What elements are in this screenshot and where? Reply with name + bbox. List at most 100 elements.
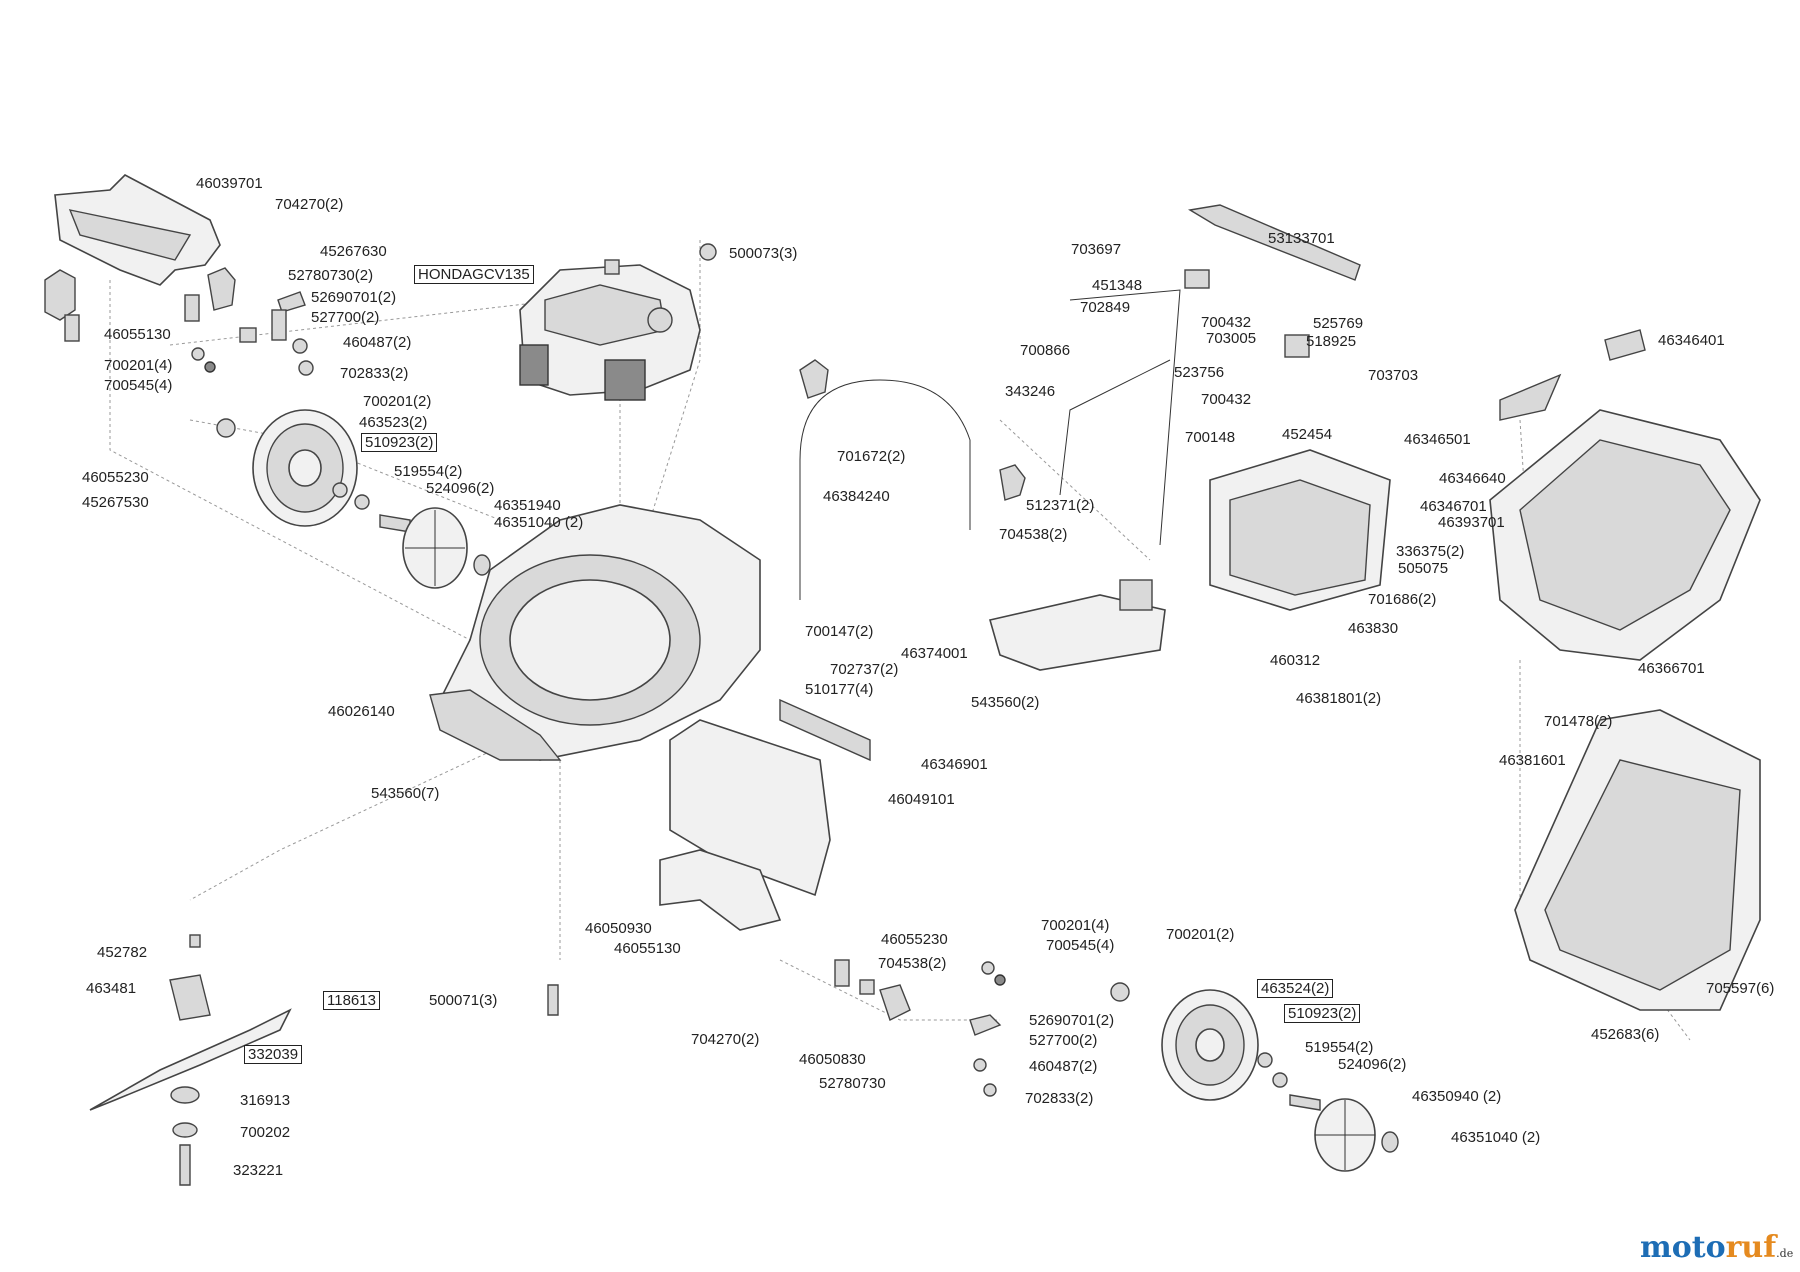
part-label-519554-2: 519554(2) [394,463,463,480]
part-label-505075: 505075 [1398,560,1449,577]
part-label-53133701: 53133701 [1268,230,1335,247]
part-label-703697: 703697 [1071,241,1122,258]
part-label-452782: 452782 [97,944,148,961]
part-label-543560-7: 543560(7) [371,785,440,802]
part-label-46346640: 46346640 [1439,470,1506,487]
part-label-523756: 523756 [1174,364,1225,381]
part-label-700432-b: 700432 [1201,391,1252,408]
part-label-46351940: 46351940 [494,497,561,514]
part-label-336375-2: 336375(2) [1396,543,1465,560]
part-label-705597-6: 705597(6) [1706,980,1775,997]
part-label-463523-2: 463523(2) [359,414,428,431]
part-label-46366701: 46366701 [1638,660,1705,677]
hinge-brackets-right [834,959,1006,1097]
part-label-46381601: 46381601 [1499,752,1566,769]
part-label-704538-2: 704538(2) [999,526,1068,543]
part-label-704538-2-b: 704538(2) [878,955,947,972]
part-label-510177-4: 510177(4) [805,681,874,698]
watermark-part-c: .de [1776,1247,1794,1260]
part-label-701686-2: 701686(2) [1368,591,1437,608]
part-box-332039: 332039 [244,1045,303,1064]
rear-wheel-left [216,409,491,589]
mower-deck-part [429,504,761,761]
part-label-52690701-2-b: 52690701(2) [1029,1012,1115,1029]
upper-handle-part [1059,204,1361,546]
part-label-52780730-2: 52780730(2) [288,267,374,284]
part-label-323221: 323221 [233,1162,284,1179]
mulch-insert-part [988,579,1166,671]
part-label-463830: 463830 [1348,620,1399,637]
grass-catcher-bag-part [1514,709,1761,1011]
part-label-316913: 316913 [240,1092,291,1109]
part-label-702849: 702849 [1080,299,1131,316]
part-label-700545-4-b: 700545(4) [1046,937,1115,954]
part-label-343246: 343246 [1005,383,1056,400]
grass-catcher-top-part [1489,329,1761,661]
part-label-700202: 700202 [240,1124,291,1141]
part-label-46350940-2: 46350940 (2) [1412,1088,1502,1105]
part-label-46026140: 46026140 [328,703,395,720]
part-label-527700-2-b: 527700(2) [1029,1032,1098,1049]
motoruf-watermark-logo: motoruf.de [1640,1230,1793,1265]
part-label-46049101: 46049101 [888,791,955,808]
part-label-701478-2: 701478(2) [1544,713,1613,730]
part-label-46055130: 46055130 [104,326,171,343]
part-label-700148: 700148 [1185,429,1236,446]
assembly-dashed-lines [109,240,1691,1041]
part-label-52780730: 52780730 [819,1075,886,1092]
part-label-460487-2: 460487(2) [343,334,412,351]
part-label-527700-2: 527700(2) [311,309,380,326]
part-label-463481: 463481 [86,980,137,997]
part-label-702833-2-b: 702833(2) [1025,1090,1094,1107]
part-label-700432: 700432 [1201,314,1252,331]
part-label-46039701: 46039701 [196,175,263,192]
part-label-700201-4: 700201(4) [104,357,173,374]
part-label-700201-2-b: 700201(2) [1166,926,1235,943]
part-box-463524-2: 463524(2) [1257,979,1334,998]
part-box-510923-2: 510923(2) [361,433,438,452]
part-label-524096-2-b: 524096(2) [1338,1056,1407,1073]
lower-handle-part [799,359,1026,600]
part-label-700866: 700866 [1020,342,1071,359]
part-label-700201-4-b: 700201(4) [1041,917,1110,934]
part-label-500071-3: 500071(3) [429,992,498,1009]
part-label-700201-2: 700201(2) [363,393,432,410]
part-label-703005: 703005 [1206,330,1257,347]
part-box-510923-2-b: 510923(2) [1284,1004,1361,1023]
part-label-512371-2: 512371(2) [1026,497,1095,514]
part-label-702737-2: 702737(2) [830,661,899,678]
part-label-46346901: 46346901 [921,756,988,773]
part-label-46346501: 46346501 [1404,431,1471,448]
part-label-460487-2-b: 460487(2) [1029,1058,1098,1075]
part-label-46374001: 46374001 [901,645,968,662]
part-label-525769: 525769 [1313,315,1364,332]
rear-chute-part [659,698,871,931]
front-wheel-right [1110,982,1399,1172]
part-label-46351040-2-b: 46351040 (2) [1451,1129,1541,1146]
part-label-500073-3: 500073(3) [729,245,798,262]
blade-assembly-part [89,934,292,1186]
part-label-452683-6: 452683(6) [1591,1026,1660,1043]
part-label-46381801-2: 46381801(2) [1296,690,1382,707]
watermark-part-a: moto [1640,1230,1726,1265]
bolt-part [547,984,559,1016]
part-label-701672-2: 701672(2) [837,448,906,465]
part-label-46055230-b: 46055230 [881,931,948,948]
part-label-460312: 460312 [1270,652,1321,669]
watermark-part-b: ruf [1725,1230,1777,1265]
part-label-543560-2: 543560(2) [971,694,1040,711]
part-label-524096-2: 524096(2) [426,480,495,497]
part-box-118613: 118613 [323,991,380,1010]
part-label-700545-4: 700545(4) [104,377,173,394]
hinge-brackets-left [44,267,314,376]
engine-model-box: HONDAGCV135 [414,265,534,284]
part-label-46384240: 46384240 [823,488,890,505]
part-label-703703: 703703 [1368,367,1419,384]
part-label-52690701-2: 52690701(2) [311,289,397,306]
part-label-46351040-2: 46351040 (2) [494,514,584,531]
part-label-452454: 452454 [1282,426,1333,443]
part-label-45267630: 45267630 [320,243,387,260]
part-label-704270-2-b: 704270(2) [691,1031,760,1048]
part-label-46055130-b: 46055130 [614,940,681,957]
